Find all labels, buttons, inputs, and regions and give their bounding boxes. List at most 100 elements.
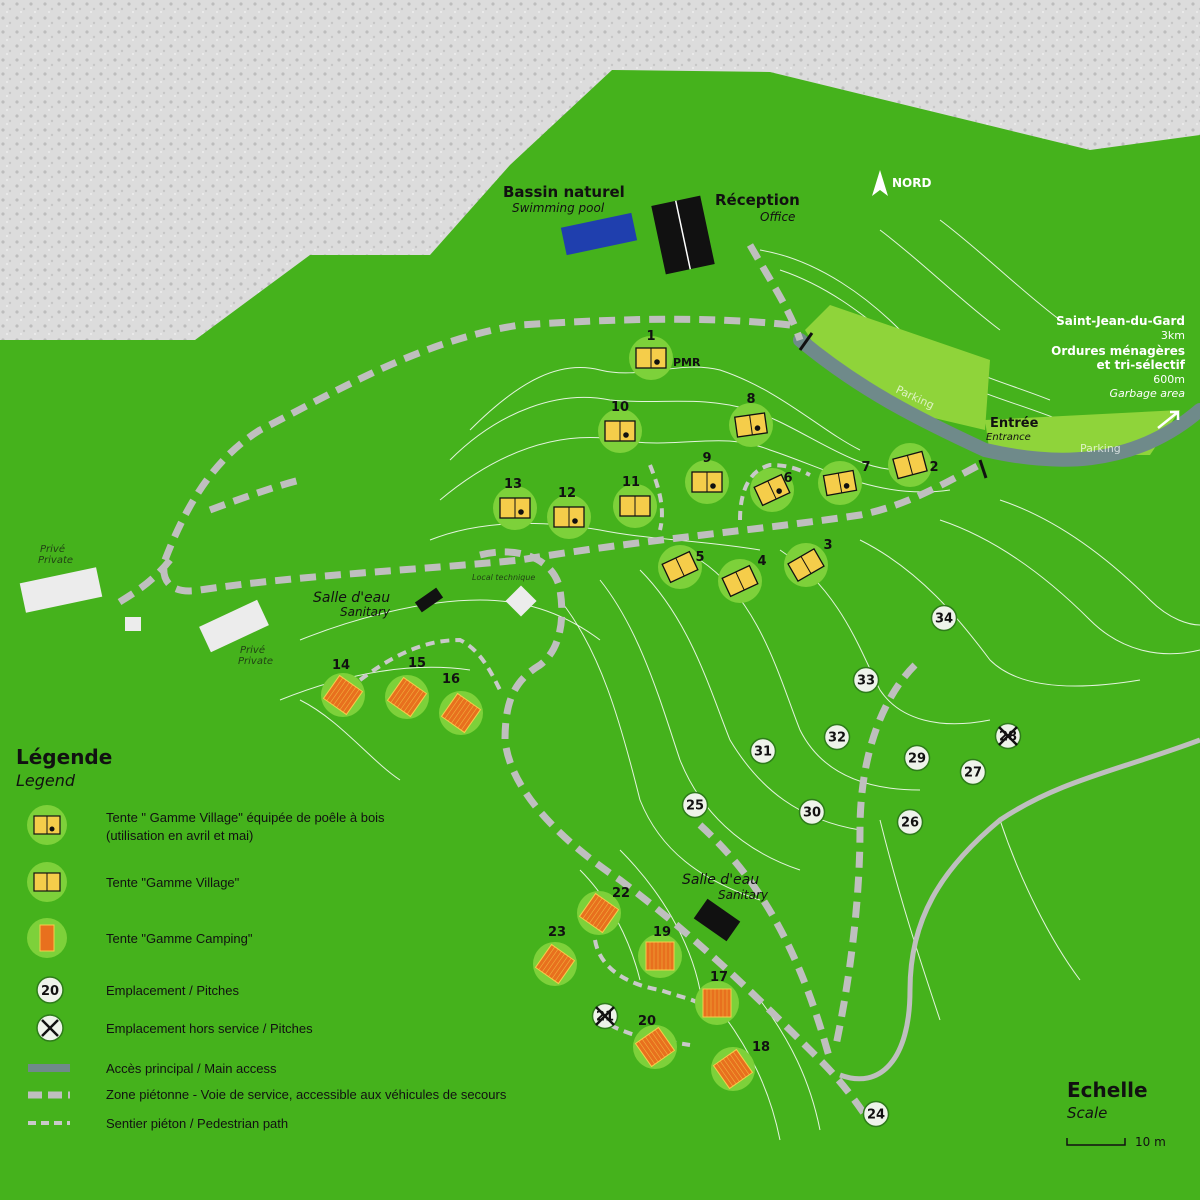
village-tent-stove[interactable]: 10	[598, 400, 642, 453]
tent-number: 4	[757, 554, 766, 569]
camping-tent[interactable]: 14	[321, 658, 365, 717]
legend-village-stove-line1: Tente " Gamme Village" équipée de poêle …	[106, 810, 385, 825]
legend-main-access-label: Accès principal / Main access	[106, 1061, 277, 1076]
pitch[interactable]: 26	[896, 808, 924, 836]
private-building-center	[199, 599, 269, 653]
stove-icon	[623, 432, 629, 438]
service-road-east	[839, 737, 1200, 1082]
pool-title: Bassin naturel	[503, 183, 625, 201]
pitch-number: 29	[908, 752, 926, 767]
pitch[interactable]: 25	[681, 791, 709, 819]
pitch[interactable]: 31	[749, 737, 777, 765]
gate-upper	[798, 332, 814, 351]
tent-number: 13	[504, 477, 522, 492]
pitch-marker	[959, 758, 987, 786]
camping-tent[interactable]: 15	[385, 656, 429, 719]
sanitary-south-subtitle: Sanitary	[718, 888, 769, 902]
camping-tent[interactable]: 20	[633, 1014, 677, 1069]
pitch-marker	[862, 1100, 890, 1128]
pitch-number: 27	[964, 766, 982, 781]
stove-icon	[518, 509, 524, 515]
camping-tent[interactable]: 19	[638, 925, 682, 978]
scale-label: 10 m	[1135, 1135, 1166, 1149]
tent-number: 14	[332, 658, 350, 673]
parking-label-2: Parking	[1080, 442, 1121, 455]
pitch[interactable]: 29	[903, 744, 931, 772]
waste-distance: 600m	[1153, 373, 1185, 386]
village-tent[interactable]: 3	[784, 538, 833, 587]
tent-number: 19	[653, 925, 671, 940]
village-tent-stove[interactable]: 13	[493, 477, 537, 530]
pitch[interactable]: 30	[798, 798, 826, 826]
private-subtitle-1: Private	[38, 555, 73, 566]
village-tent[interactable]: 2	[888, 443, 939, 487]
tent-number: 23	[548, 925, 566, 940]
village-tent-stove[interactable]: 8	[729, 392, 773, 447]
tent-number: 5	[695, 550, 704, 565]
village-tent-stove[interactable]: 7	[818, 460, 871, 505]
tent-number: 17	[710, 970, 728, 985]
legend-pedestrian-zone-label: Zone piétonne - Voie de service, accessi…	[106, 1087, 507, 1102]
legend-pitch-sample: 20	[41, 984, 59, 999]
pitch-out-of-service[interactable]: 28	[994, 722, 1022, 750]
legend-village-label: Tente "Gamme Village"	[106, 875, 240, 890]
legend-pitch-icon	[36, 976, 64, 1004]
pitch-number: 34	[935, 612, 953, 627]
tent-number: 9	[702, 451, 711, 466]
sanitary-block-south	[693, 898, 741, 942]
legend: Légende Legend Tente " Gamme Village" éq…	[16, 745, 507, 1131]
camping-tent[interactable]: 22	[577, 886, 630, 935]
pitch-marker	[798, 798, 826, 826]
tent-number: 6	[783, 471, 792, 486]
camping-tent[interactable]: 17	[695, 970, 739, 1025]
stove-icon	[754, 425, 761, 431]
tent-number: 15	[408, 656, 426, 671]
pitch[interactable]: 32	[823, 723, 851, 751]
legend-pitch-label: Emplacement / Pitches	[106, 983, 239, 998]
tent-number: 1	[646, 329, 655, 344]
legend-subtitle: Legend	[16, 771, 76, 790]
reception-subtitle: Office	[760, 210, 795, 224]
swimming-pool	[560, 212, 638, 256]
legend-title: Légende	[16, 745, 112, 769]
waste-subtitle: Garbage area	[1109, 387, 1185, 400]
pitch-out-of-service[interactable]: 21	[591, 1002, 619, 1030]
village-tent[interactable]: 11	[613, 475, 657, 528]
tent-number: 18	[752, 1040, 770, 1055]
pitch-number: 32	[828, 731, 846, 746]
village-tent-stove[interactable]: 6	[750, 468, 794, 512]
stove-icon	[654, 359, 660, 365]
parking-area-upper	[805, 305, 990, 430]
pitch-marker	[823, 723, 851, 751]
tent-icon	[712, 1048, 754, 1090]
camping-tent[interactable]: 18	[711, 1040, 770, 1091]
tent-icon	[440, 692, 482, 734]
private-title-1: Privé	[40, 543, 65, 555]
village-tent[interactable]: 4	[718, 554, 767, 603]
local-technique-label: Local technique	[472, 573, 535, 582]
village-tent[interactable]: 5	[658, 545, 705, 589]
camping-tent[interactable]: 23	[533, 925, 577, 986]
tent-icon	[578, 892, 620, 934]
tents-layer: 1 10 8 9 6 7 13 12 2 11 5 4 3 14 15 16 22 23 19 17 20 18	[321, 329, 939, 1091]
village-tent-stove[interactable]: 1	[629, 329, 673, 380]
pitch-number: 25	[686, 799, 704, 814]
pitch-number: 24	[867, 1108, 885, 1123]
village-tent-stove[interactable]: 9	[685, 451, 729, 504]
pitch-marker	[896, 808, 924, 836]
destination-town: Saint-Jean-du-Gard	[1056, 314, 1185, 328]
pitch[interactable]: 33	[852, 666, 880, 694]
legend-camping-icon	[39, 924, 55, 952]
legend-pedestrian-path-label: Sentier piéton / Pedestrian path	[106, 1116, 288, 1131]
pitch[interactable]: 24	[862, 1100, 890, 1128]
north-arrow-icon	[872, 170, 888, 196]
tent-icon	[634, 1026, 676, 1068]
pool-subtitle: Swimming pool	[512, 201, 605, 215]
pitch[interactable]: 34	[930, 604, 958, 632]
tent-icon	[386, 676, 428, 718]
village-tent-stove[interactable]: 12	[547, 486, 591, 539]
camping-tent[interactable]: 16	[439, 672, 483, 735]
stove-icon	[710, 483, 716, 489]
pitch[interactable]: 27	[959, 758, 987, 786]
